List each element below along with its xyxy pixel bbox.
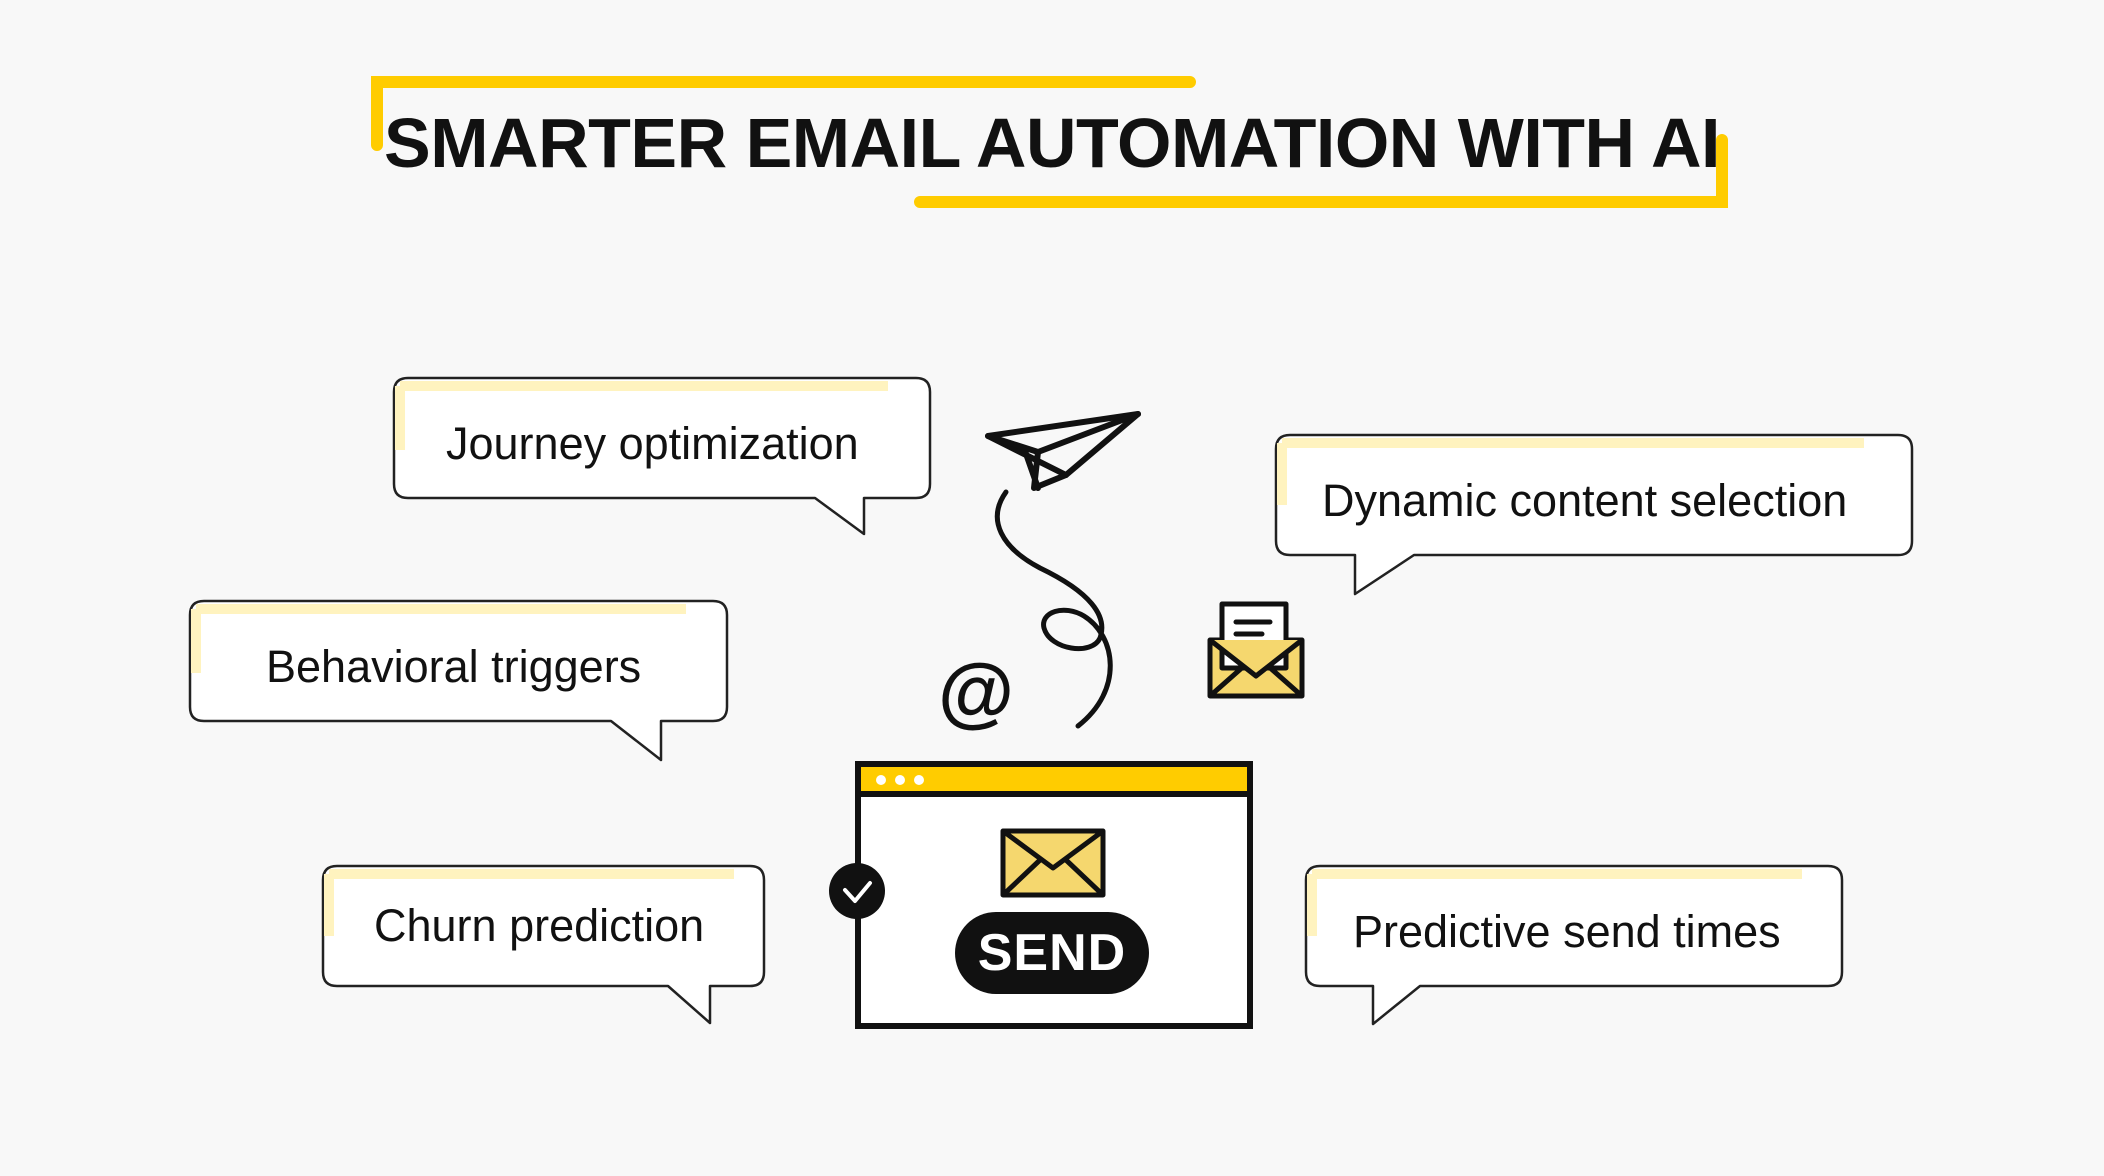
title-bracket-bottom bbox=[914, 134, 1728, 208]
send-button[interactable]: SEND bbox=[977, 924, 1127, 982]
bubble-behavioral-label: Behavioral triggers bbox=[266, 641, 642, 692]
bubble-predictive-label: Predictive send times bbox=[1353, 906, 1781, 957]
bubble-dynamic-shape bbox=[1274, 433, 1914, 596]
page-title: SMARTER EMAIL AUTOMATION WITH AI bbox=[384, 104, 1720, 182]
bubble-churn-shape bbox=[321, 864, 766, 1025]
bubble-churn-label: Churn prediction bbox=[374, 900, 705, 951]
bubble-journey-label: Journey optimization bbox=[446, 418, 859, 469]
envelope-letter-icon bbox=[1207, 601, 1305, 699]
bubble-dynamic-label: Dynamic content selection bbox=[1322, 475, 1848, 526]
motion-trail bbox=[994, 489, 1113, 729]
send-button-shape bbox=[955, 912, 1149, 994]
paper-plane-icon bbox=[985, 411, 1141, 491]
bubble-predictive-shape bbox=[1304, 864, 1844, 1026]
envelope-icon bbox=[1000, 828, 1106, 898]
bubble-journey-shape bbox=[392, 376, 932, 536]
check-badge-icon bbox=[829, 863, 885, 919]
at-symbol-icon: @ bbox=[938, 647, 1014, 735]
title-bracket-top bbox=[371, 76, 1196, 151]
bubble-behavioral-shape bbox=[188, 599, 729, 762]
